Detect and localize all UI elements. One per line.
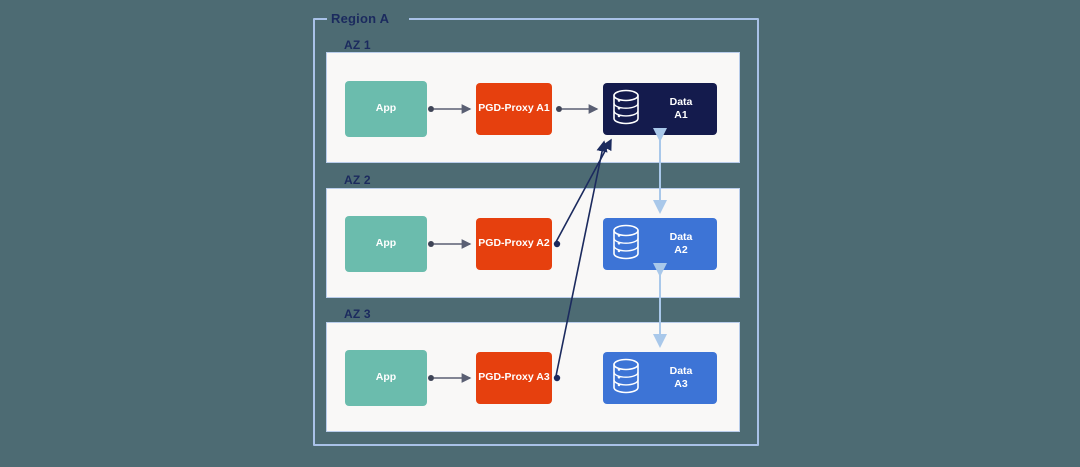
database-icon — [611, 89, 641, 129]
node-app-az3[interactable]: App — [345, 350, 427, 406]
node-proxy-az1-label: PGD-Proxy A1 — [478, 102, 550, 115]
az-label-3: AZ 3 — [344, 307, 371, 321]
region-label-gap — [327, 10, 409, 29]
node-app-az3-label: App — [375, 371, 397, 384]
node-proxy-az3-label: PGD-Proxy A3 — [478, 371, 550, 384]
az-label-1: AZ 1 — [344, 38, 371, 52]
node-proxy-az2[interactable]: PGD-Proxy A2 — [476, 218, 552, 270]
node-data-az1[interactable]: Data A1 — [603, 83, 717, 135]
node-data-az2[interactable]: Data A2 — [603, 218, 717, 270]
node-app-az1-label: App — [375, 102, 397, 115]
node-data-az1-label: Data A1 — [669, 95, 693, 121]
database-icon — [611, 358, 641, 398]
region-container — [313, 18, 759, 446]
node-proxy-az2-label: PGD-Proxy A2 — [478, 237, 550, 250]
database-icon — [611, 224, 641, 264]
node-data-az3-label: Data A3 — [669, 364, 693, 390]
node-app-az2[interactable]: App — [345, 216, 427, 272]
node-data-az3[interactable]: Data A3 — [603, 352, 717, 404]
node-app-az2-label: App — [375, 237, 397, 250]
node-proxy-az3[interactable]: PGD-Proxy A3 — [476, 352, 552, 404]
node-data-az2-label: Data A2 — [669, 230, 693, 256]
region-label: Region A — [331, 11, 390, 26]
node-app-az1[interactable]: App — [345, 81, 427, 137]
az-label-2: AZ 2 — [344, 173, 371, 187]
node-proxy-az1[interactable]: PGD-Proxy A1 — [476, 83, 552, 135]
